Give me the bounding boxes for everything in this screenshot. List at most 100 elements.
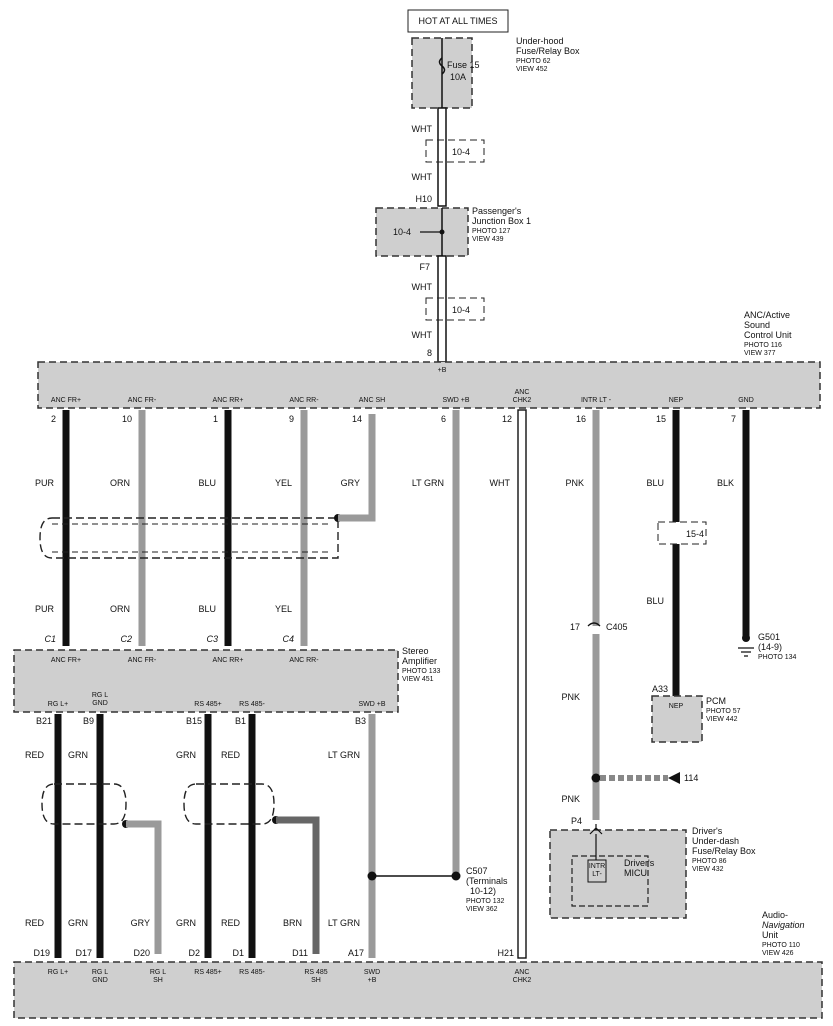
- intr-lt-2: LT-: [592, 871, 602, 878]
- ref-114-node: [591, 773, 601, 783]
- anc-terminal-label: GND: [738, 397, 754, 404]
- amp-name1: Stereo: [402, 646, 429, 656]
- anc-pin: 6: [441, 414, 446, 424]
- wire-color-label: YEL: [275, 604, 292, 614]
- driver-name3: Fuse/Relay Box: [692, 846, 756, 856]
- jb-view: VIEW 439: [472, 236, 504, 243]
- anc-name1: ANC/Active: [744, 310, 790, 320]
- nav-pin: D2: [188, 948, 200, 958]
- c405-connector: [587, 622, 601, 627]
- wire-color-label: LT GRN: [328, 918, 360, 928]
- wire-color-label: GRN: [68, 750, 88, 760]
- underhood-name1: Under-hood: [516, 36, 564, 46]
- p4-arrow-icon: [589, 824, 603, 835]
- splice-15-4: [657, 521, 707, 545]
- anc-power: +B: [438, 367, 447, 374]
- audio-navigation-unit: [13, 961, 823, 1019]
- wire-color-label: RED: [221, 918, 241, 928]
- jb-photo: PHOTO 127: [472, 228, 510, 235]
- anc-name3: Control Unit: [744, 330, 792, 340]
- jb-circuit: 10-4: [393, 227, 411, 237]
- wire-color-label: PUR: [35, 604, 55, 614]
- pin-h10: H10: [415, 194, 432, 204]
- wire-color-label: GRN: [176, 750, 196, 760]
- amp-bottom-pin: B15: [186, 716, 202, 726]
- amp-top-terminal: ANC RR-: [289, 657, 319, 664]
- shield-upper-inner: [52, 523, 332, 553]
- wire-wht-3: WHT: [412, 282, 433, 292]
- anc-terminal-label: INTR LT -: [581, 397, 612, 404]
- pin-8: 8: [427, 348, 432, 358]
- pcm-view: VIEW 442: [706, 716, 738, 723]
- amp-term-rgl-1: RG L: [92, 692, 108, 699]
- g501-node: [742, 634, 750, 642]
- amp-connector-pin: C1: [44, 634, 56, 644]
- stereo-amplifier: [13, 649, 399, 713]
- jb-name1: Passenger's: [472, 206, 522, 216]
- jb-name2: Junction Box 1: [472, 216, 531, 226]
- wire-color-label: BRN: [283, 918, 302, 928]
- anc-terminal-label: NEP: [669, 397, 684, 404]
- micu-name2: MICU: [624, 868, 647, 878]
- wire-color-label: BLK: [717, 478, 734, 488]
- amp-top-terminal: ANC FR-: [128, 657, 157, 664]
- wire-color-label: WHT: [490, 478, 511, 488]
- anc-terminal-label: ANC RR-: [289, 397, 319, 404]
- c507-name: C507: [466, 866, 488, 876]
- nav-terminal-label: ANC: [515, 969, 530, 976]
- anc-pin: 2: [51, 414, 56, 424]
- amp-bottom-terminal: RS 485-: [239, 701, 265, 708]
- c405-name: C405: [606, 622, 628, 632]
- nav-pin: A17: [348, 948, 364, 958]
- fuse-name: Fuse 15: [447, 60, 480, 70]
- c507-l2: (Terminals: [466, 876, 508, 886]
- wire-color-label: RED: [221, 750, 241, 760]
- pin-f7: F7: [419, 262, 430, 272]
- nav-name3: Unit: [762, 930, 779, 940]
- nav-terminal-label: RG L: [150, 969, 166, 976]
- nav-terminal-label: RG L+: [48, 969, 68, 976]
- micu-name1: Driver's: [624, 858, 655, 868]
- nav-pin: H21: [497, 948, 514, 958]
- amp-connector-pin: C2: [120, 634, 132, 644]
- amp-top-terminal: ANC FR+: [51, 657, 81, 664]
- underhood-view: VIEW 452: [516, 66, 548, 73]
- fuse-icon: [438, 57, 446, 75]
- anc-terminal-label: SWD +B: [442, 397, 469, 404]
- wire-color-label: BLU: [198, 604, 216, 614]
- nav-terminal-label: GND: [92, 977, 108, 984]
- wire-color-label: GRN: [68, 918, 88, 928]
- underhood-name2: Fuse/Relay Box: [516, 46, 580, 56]
- anc-photo: PHOTO 116: [744, 342, 782, 349]
- g501-sub: (14-9): [758, 642, 782, 652]
- nav-terminal-label: RS 485: [304, 969, 327, 976]
- anc-pin: 15: [656, 414, 666, 424]
- driver-underdash-box: [549, 829, 687, 919]
- wire-color-label: RED: [25, 750, 45, 760]
- anc-terminal-label: ANC RR+: [213, 397, 244, 404]
- wire-color-label: GRY: [341, 478, 360, 488]
- amp-bottom-pin: B1: [235, 716, 246, 726]
- anc-pin: 14: [352, 414, 362, 424]
- c507-photo: PHOTO 132: [466, 898, 504, 905]
- shield-lower-right: [183, 783, 275, 825]
- anc-pin: 16: [576, 414, 586, 424]
- shield-upper: [39, 517, 339, 559]
- amp-connector-pin: C3: [206, 634, 218, 644]
- wire-wht-2: WHT: [412, 172, 433, 182]
- wht-wire-top: [437, 107, 447, 207]
- amp-bottom-pin: B3: [355, 716, 366, 726]
- nav-terminal-label: +B: [368, 977, 377, 984]
- splice-1: [425, 139, 485, 163]
- nav-photo: PHOTO 110: [762, 942, 800, 949]
- anc-pin: 1: [213, 414, 218, 424]
- pnk-lower: PNK: [561, 794, 580, 804]
- wire-color-label: LT GRN: [412, 478, 444, 488]
- pin-p4: P4: [571, 816, 582, 826]
- anc-terminal-label: ANC FR+: [51, 397, 81, 404]
- splice-2: [425, 297, 485, 321]
- brn-drain-right: [276, 816, 320, 954]
- intr-lt-1: INTR: [589, 863, 605, 870]
- anc-view: VIEW 377: [744, 350, 776, 357]
